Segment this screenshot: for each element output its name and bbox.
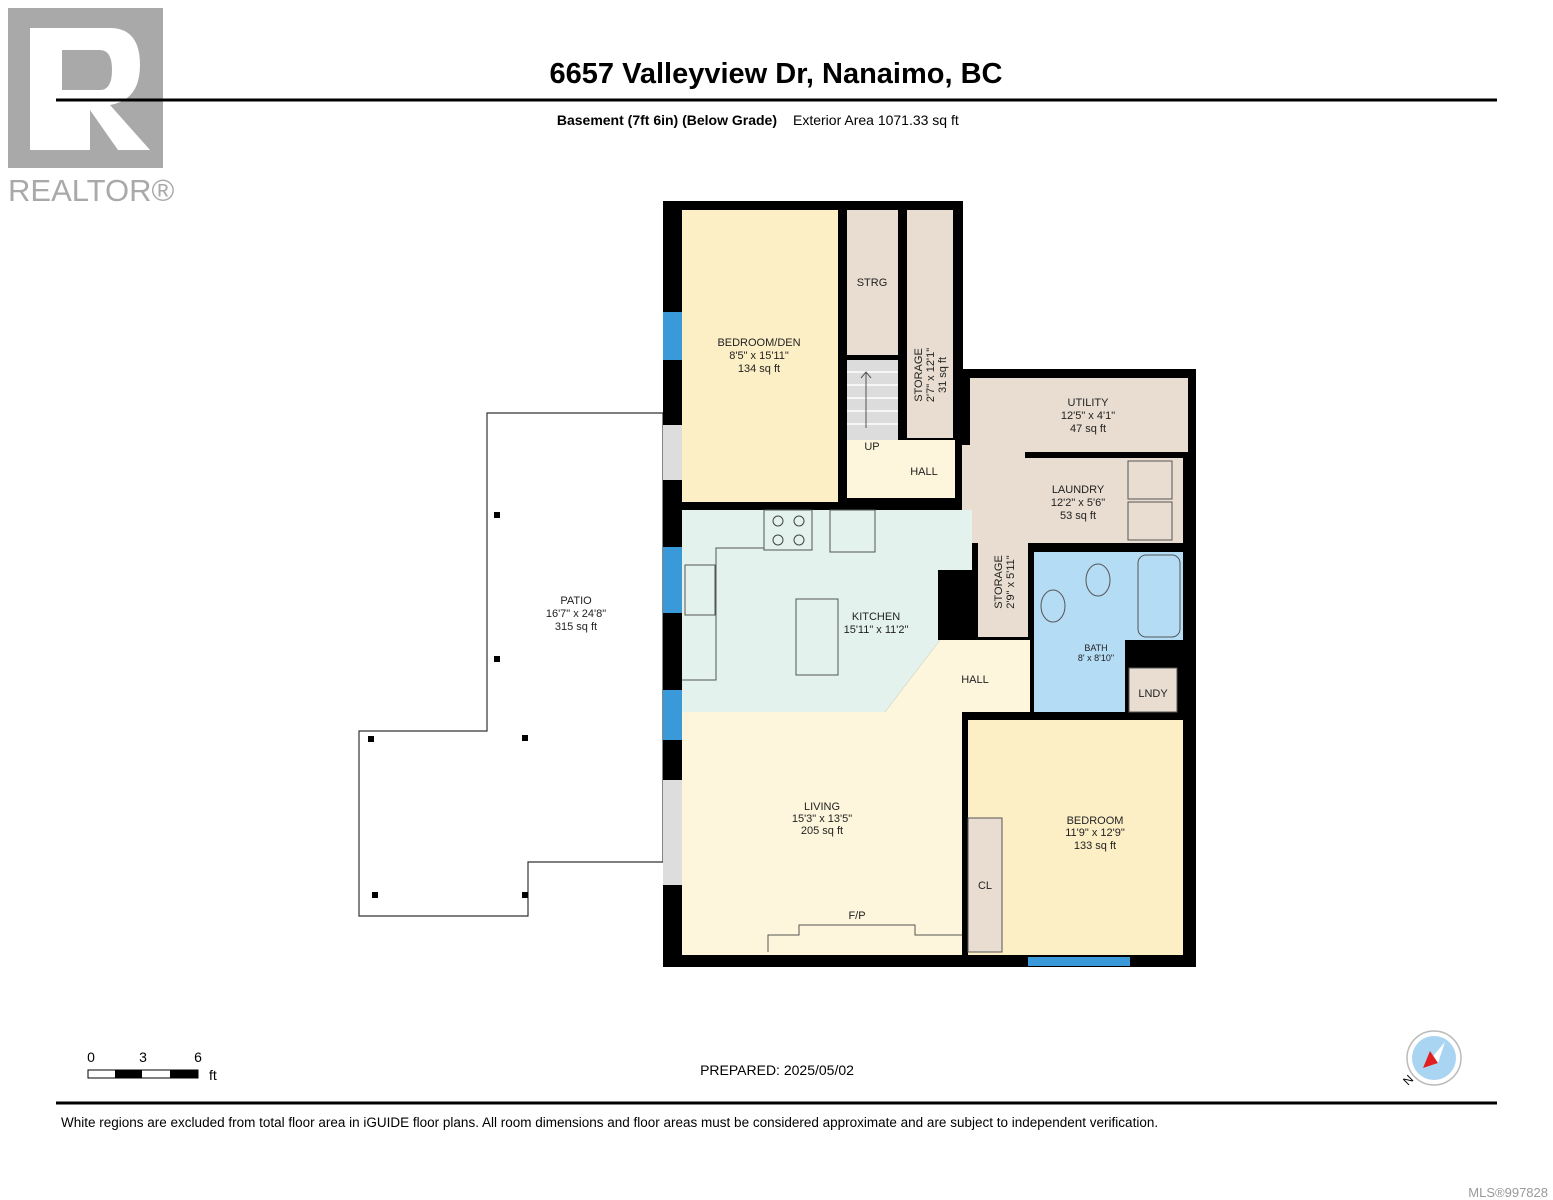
stair-treads [847, 371, 898, 425]
label-patio: PATIO [560, 595, 592, 607]
label-utility: UTILITY [1068, 397, 1110, 409]
label-laundry: LAUNDRY [1052, 484, 1105, 496]
scale-tick-6: 6 [194, 1049, 202, 1065]
label-fireplace: F/P [848, 910, 865, 922]
stove-burners-icon [772, 515, 805, 546]
compass-icon: N [1400, 1030, 1462, 1088]
label-lndy: LNDY [1138, 688, 1168, 700]
patio-posts [368, 512, 528, 898]
label-living: LIVING [804, 801, 840, 813]
window-icon [1028, 957, 1130, 966]
mls-number: MLS®997828 [1468, 1185, 1548, 1200]
room-bedroom [968, 720, 1183, 955]
scale-bar: 0 3 6 ft [87, 1049, 217, 1083]
scale-tick-3: 3 [139, 1049, 147, 1065]
room-living [682, 712, 962, 955]
room-hall-2 [885, 640, 1030, 712]
room-storage-2 [978, 527, 1028, 637]
room-closet [967, 817, 1003, 953]
level-label: Basement (7ft 6in) (Below Grade) [557, 112, 777, 128]
label-bath: BATH [1084, 643, 1107, 653]
area-bedroom-den: 134 sq ft [738, 363, 780, 375]
dims-living: 15'3" x 13'5" [792, 813, 852, 825]
laundry-closet [1128, 667, 1178, 713]
stairs-up-arrow-icon [860, 371, 872, 428]
kitchen-island [795, 598, 839, 676]
room-hall-1 [847, 440, 955, 498]
realtor-logo-text: REALTOR® [8, 173, 175, 208]
label-bedroom-den: BEDROOM/DEN [717, 337, 800, 349]
label-up: UP [864, 441, 879, 453]
dims-storage-2: 2'9" x 5'11" [1005, 555, 1017, 608]
patio-outline [358, 412, 664, 917]
dims-utility: 12'5" x 4'1" [1061, 410, 1115, 422]
scale-tick-0: 0 [87, 1049, 95, 1065]
disclaimer: White regions are excluded from total fl… [61, 1115, 1158, 1130]
kitchen-sink [684, 564, 716, 616]
kitchen-wall-stub [938, 570, 972, 640]
dryer [1127, 501, 1173, 541]
dims-patio: 16'7" x 24'8" [546, 608, 606, 620]
bathtub [1137, 554, 1181, 638]
sink [1040, 589, 1066, 623]
stove [763, 509, 813, 551]
label-hall-2: HALL [961, 674, 989, 686]
dims-laundry: 12'2" x 5'6" [1051, 497, 1105, 509]
label-hall-1: HALL [910, 466, 938, 478]
stairs [847, 360, 898, 440]
windows [663, 312, 1130, 966]
page-title: 6657 Valleyview Dr, Nanaimo, BC [550, 58, 1003, 90]
room-utility [970, 378, 1188, 452]
window-icon [663, 547, 682, 613]
dims-bedroom-den: 8'5" x 15'11" [729, 350, 789, 362]
washer [1127, 460, 1173, 500]
label-storage-2: STORAGE [993, 555, 1005, 609]
area-laundry: 53 sq ft [1060, 510, 1096, 522]
dims-bedroom: 11'9" x 12'9" [1065, 827, 1125, 839]
area-living: 205 sq ft [801, 825, 843, 837]
label-strg: STRG [857, 277, 888, 289]
label-closet: CL [978, 880, 992, 892]
window-icon [663, 312, 682, 360]
label-bedroom: BEDROOM [1067, 815, 1124, 827]
fireplace [767, 924, 962, 952]
scale-unit: ft [209, 1067, 217, 1083]
exterior-area: Exterior Area 1071.33 sq ft [793, 112, 959, 128]
window-icon [663, 690, 682, 740]
label-storage-1: STORAGE [913, 348, 925, 402]
hall-living-join [885, 712, 962, 716]
area-utility: 47 sq ft [1070, 423, 1106, 435]
room-bedroom-den [682, 210, 838, 502]
toilet [1085, 563, 1111, 597]
dims-storage-1: 2'7" x 12'1" [925, 348, 937, 402]
area-patio: 315 sq ft [555, 621, 597, 633]
room-strg [847, 210, 898, 355]
room-storage-1 [907, 210, 953, 438]
realtor-logo: REALTOR® [8, 8, 175, 208]
area-storage-1: 31 sq ft [937, 357, 949, 393]
dims-kitchen: 15'11" x 11'2" [844, 624, 909, 636]
prepared-date: PREPARED: 2025/05/02 [700, 1062, 854, 1078]
fridge [829, 509, 876, 553]
doors [663, 425, 682, 885]
dims-bath: 8' x 8'10" [1078, 653, 1114, 663]
label-kitchen: KITCHEN [852, 611, 900, 623]
room-labels: BEDROOM/DEN 8'5" x 15'11" 134 sq ft STRG… [546, 277, 1168, 922]
area-bedroom: 133 sq ft [1074, 840, 1116, 852]
